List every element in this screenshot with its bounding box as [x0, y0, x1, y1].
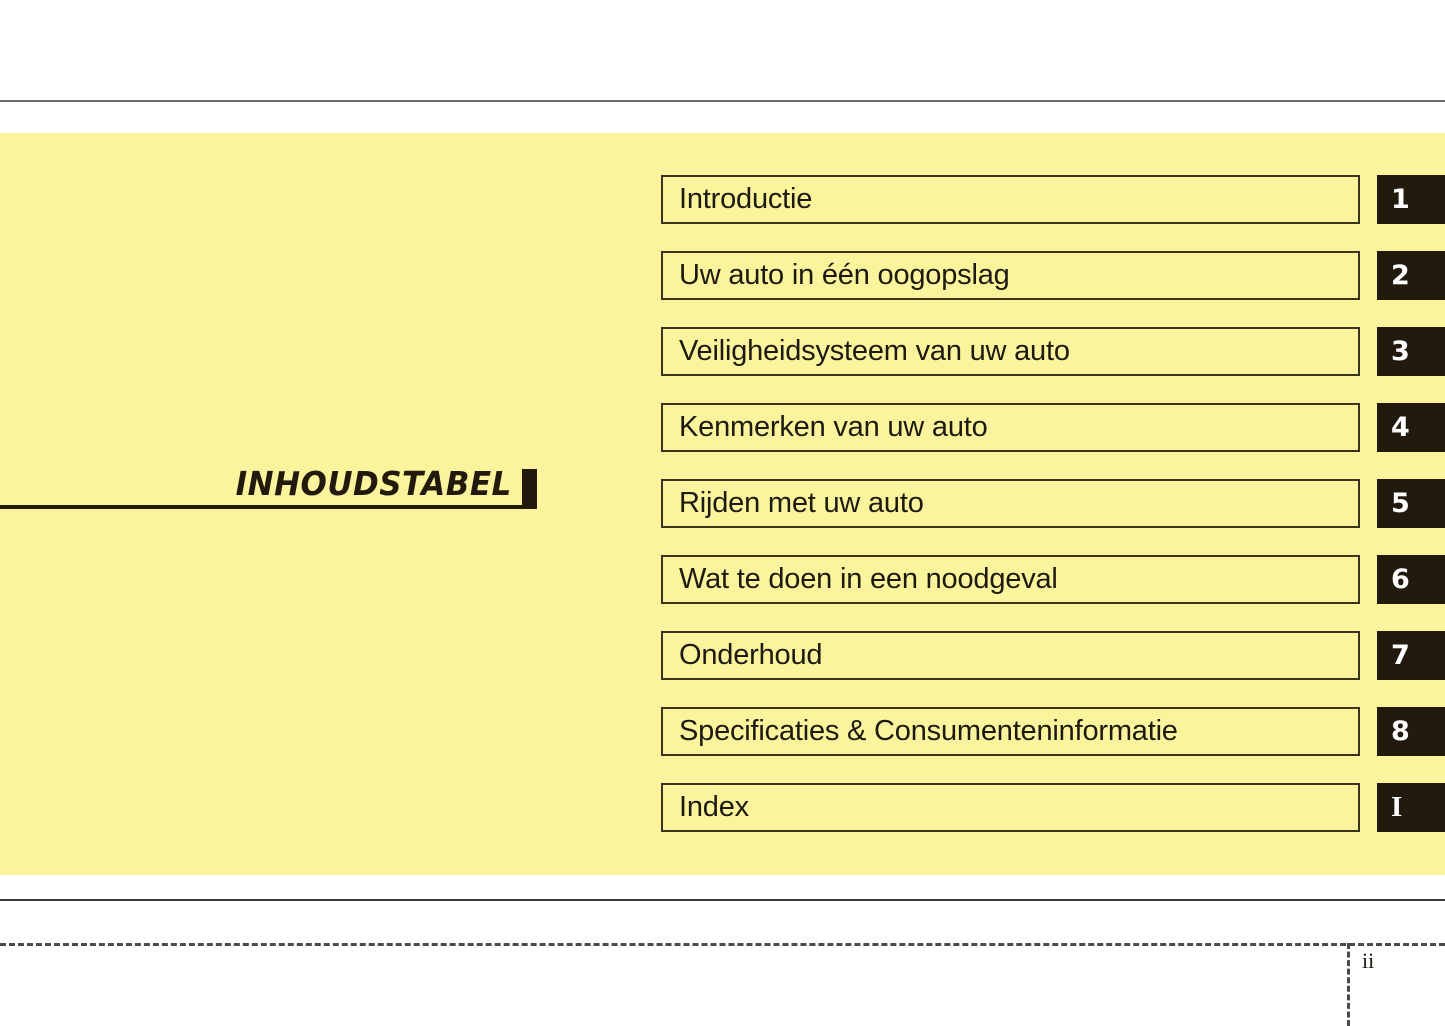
chapter-tab-5[interactable]: 5: [1377, 479, 1445, 528]
chapter-row: Uw auto in één oogopslag 2: [661, 251, 1445, 300]
chapter-tab-9[interactable]: I: [1377, 783, 1445, 832]
chapter-tab-number: 4: [1391, 412, 1410, 443]
chapter-entry-5[interactable]: Rijden met uw auto: [661, 479, 1360, 528]
chapter-row: Rijden met uw auto 5: [661, 479, 1445, 528]
chapter-entry-4[interactable]: Kenmerken van uw auto: [661, 403, 1360, 452]
chapter-entry-9[interactable]: Index: [661, 783, 1360, 832]
chapter-tab-number: 2: [1391, 260, 1410, 291]
chapter-row: Introductie 1: [661, 175, 1445, 224]
chapter-tab-2[interactable]: 2: [1377, 251, 1445, 300]
title-underline: [0, 505, 537, 509]
page-number: ii: [1362, 948, 1375, 973]
chapter-tab-6[interactable]: 6: [1377, 555, 1445, 604]
chapter-tab-number: I: [1391, 791, 1403, 823]
header-rule: [0, 100, 1445, 102]
chapter-tab-number: 8: [1391, 716, 1410, 747]
chapter-entry-2[interactable]: Uw auto in één oogopslag: [661, 251, 1360, 300]
chapter-row: Kenmerken van uw auto 4: [661, 403, 1445, 452]
chapter-tab-number: 7: [1391, 640, 1410, 671]
chapter-tab-8[interactable]: 8: [1377, 707, 1445, 756]
chapter-tab-number: 5: [1391, 488, 1410, 519]
chapter-row: Index I: [661, 783, 1445, 832]
chapter-entry-6[interactable]: Wat te doen in een noodgeval: [661, 555, 1360, 604]
chapter-tab-1[interactable]: 1: [1377, 175, 1445, 224]
chapter-row: Onderhoud 7: [661, 631, 1445, 680]
chapter-tab-number: 1: [1391, 184, 1410, 215]
chapter-label: Kenmerken van uw auto: [679, 411, 988, 443]
chapter-tab-number: 6: [1391, 564, 1410, 595]
chapter-row: Wat te doen in een noodgeval 6: [661, 555, 1445, 604]
chapter-tab-4[interactable]: 4: [1377, 403, 1445, 452]
footer-dashed-horizontal: [0, 943, 1445, 946]
chapter-row: Specificaties & Consumenteninformatie 8: [661, 707, 1445, 756]
chapter-label: Onderhoud: [679, 639, 823, 671]
chapter-entry-7[interactable]: Onderhoud: [661, 631, 1360, 680]
footer-dashed-vertical: [1347, 943, 1350, 1026]
chapter-label: Veiligheidsysteem van uw auto: [679, 335, 1070, 367]
chapter-label: Uw auto in één oogopslag: [679, 259, 1010, 291]
chapter-label: Rijden met uw auto: [679, 487, 924, 519]
chapter-tab-3[interactable]: 3: [1377, 327, 1445, 376]
page-title-group: INHOUDSTABEL: [0, 455, 540, 515]
chapter-label: Specificaties & Consumenteninformatie: [679, 715, 1178, 747]
chapter-entry-3[interactable]: Veiligheidsysteem van uw auto: [661, 327, 1360, 376]
chapter-row: Veiligheidsysteem van uw auto 3: [661, 327, 1445, 376]
chapter-entry-1[interactable]: Introductie: [661, 175, 1360, 224]
footer-rule: [0, 899, 1445, 901]
chapter-entry-8[interactable]: Specificaties & Consumenteninformatie: [661, 707, 1360, 756]
chapter-label: Introductie: [679, 183, 813, 215]
chapter-label: Wat te doen in een noodgeval: [679, 563, 1058, 595]
page-title: INHOUDSTABEL: [235, 464, 512, 503]
title-end-block-icon: [522, 469, 537, 509]
chapter-tab-7[interactable]: 7: [1377, 631, 1445, 680]
chapter-tab-number: 3: [1391, 336, 1410, 367]
chapter-label: Index: [679, 791, 749, 823]
